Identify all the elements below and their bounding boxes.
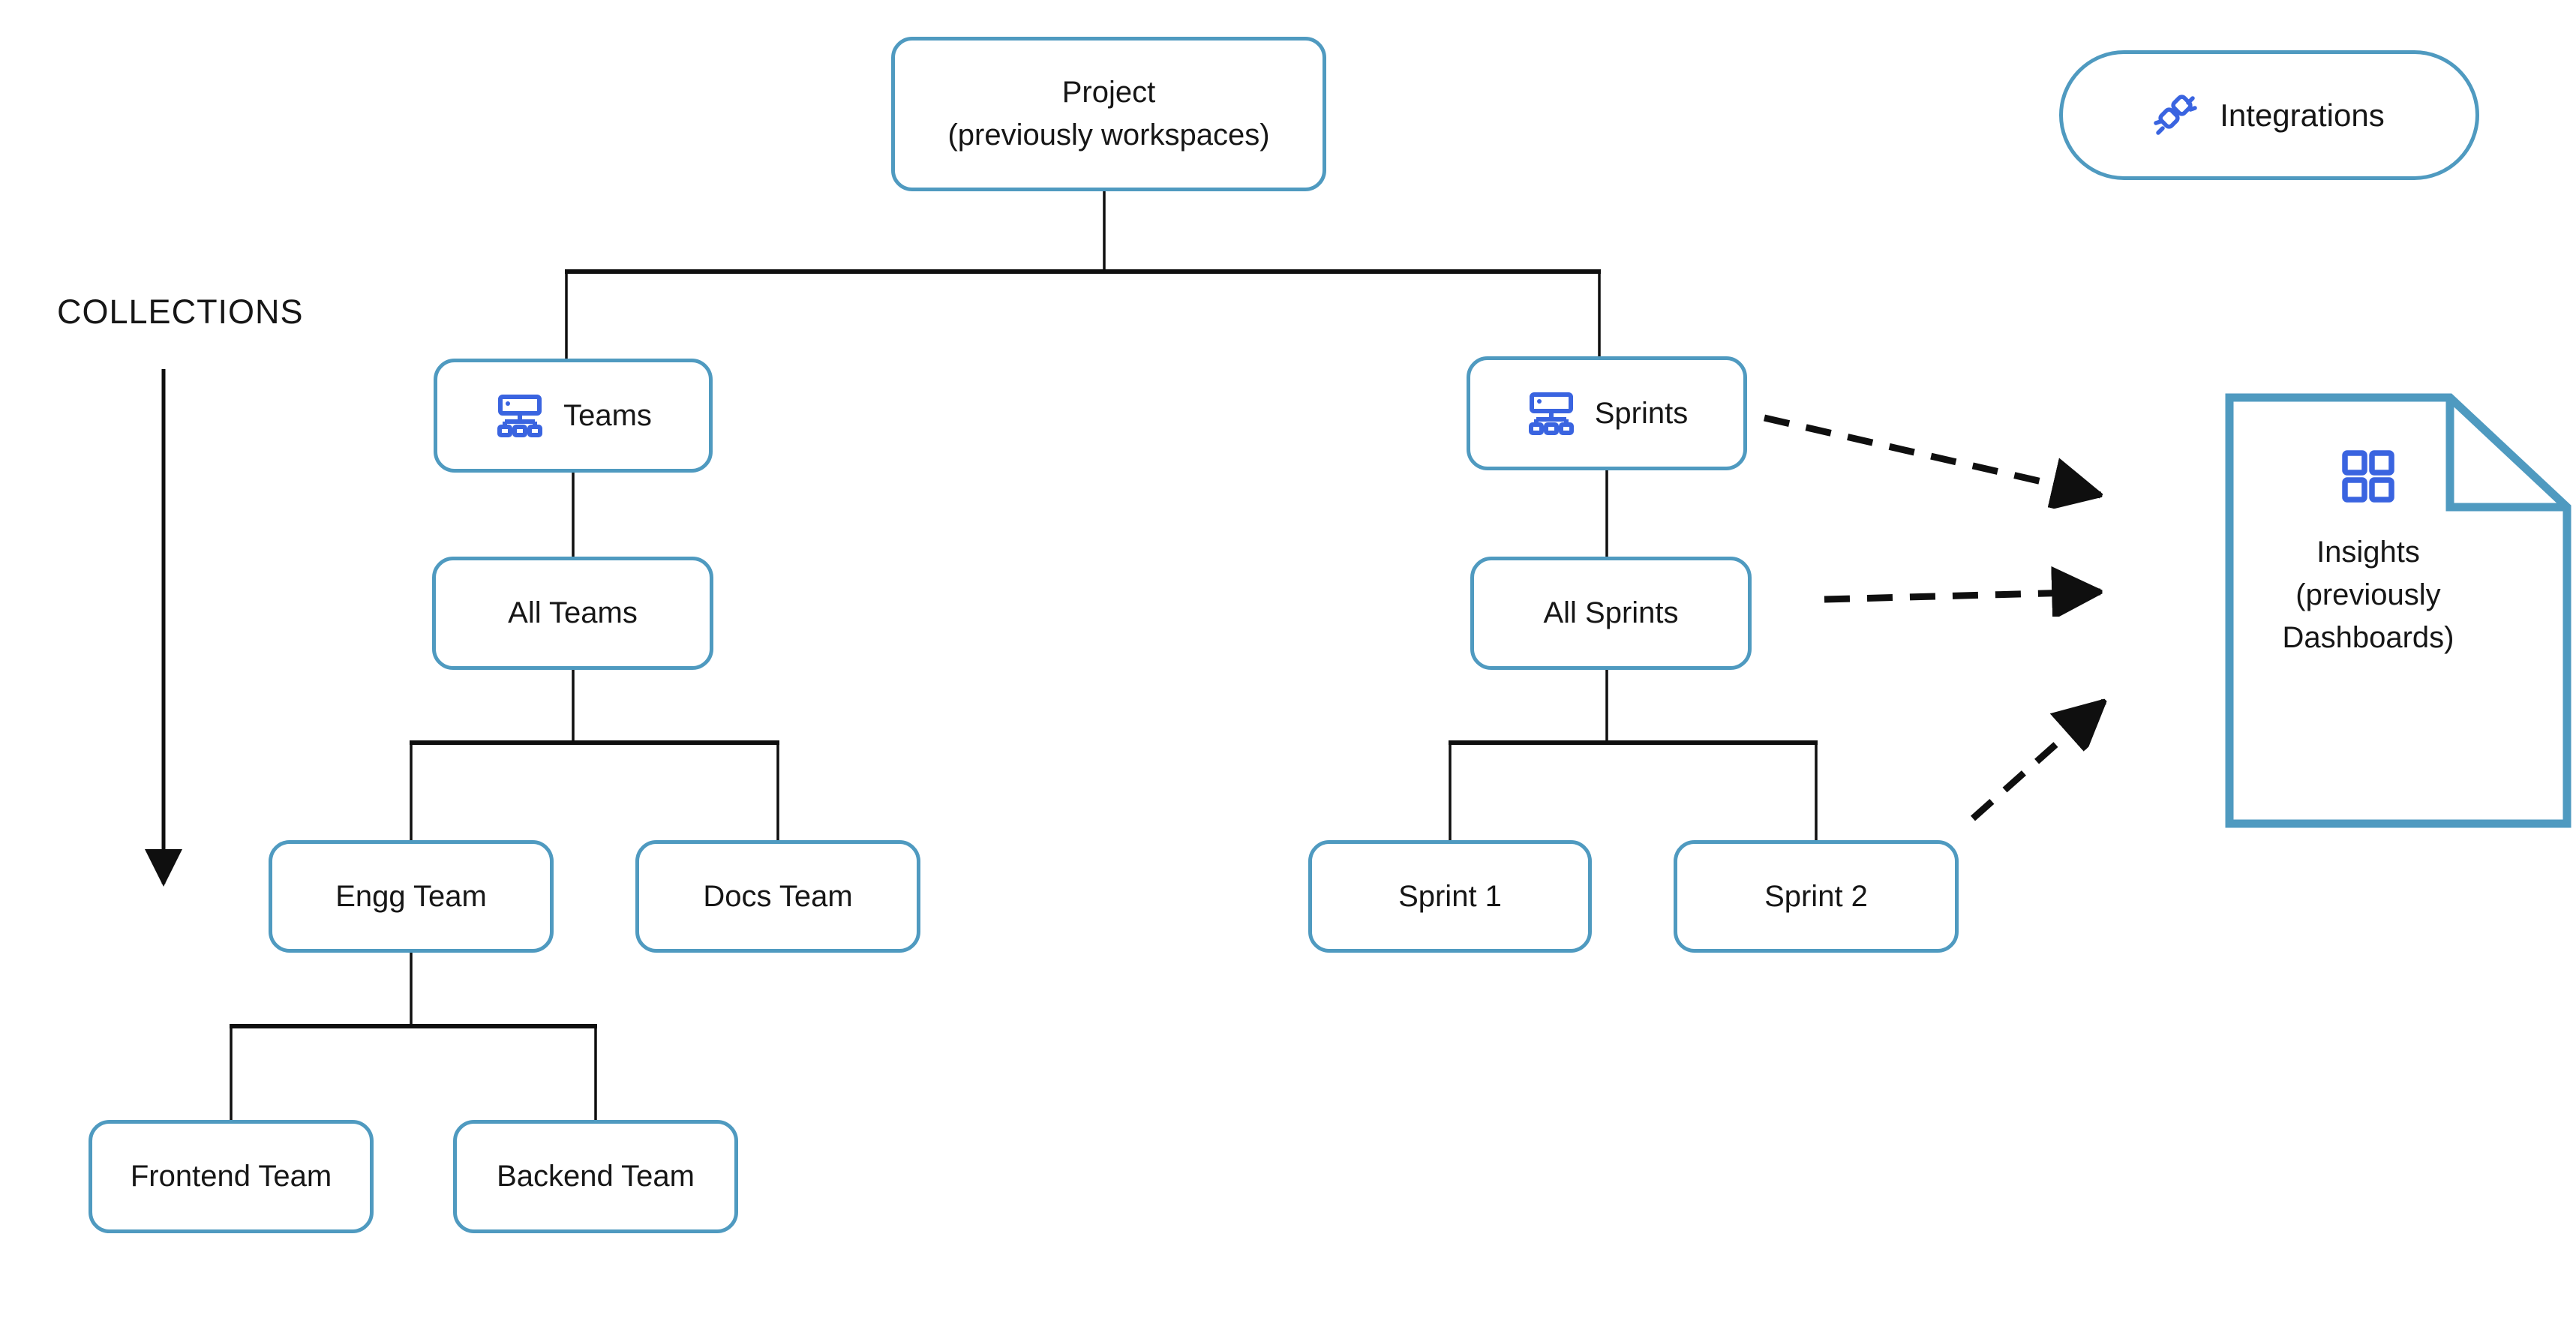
org-chart-icon <box>1528 392 1574 435</box>
node-all-sprints: All Sprints <box>1470 557 1752 670</box>
collections-label: COLLECTIONS <box>57 293 304 331</box>
node-all-teams: All Teams <box>432 557 713 670</box>
frontend-team-label: Frontend Team <box>130 1160 332 1193</box>
node-sprints: Sprints <box>1467 356 1747 470</box>
node-engg-team: Engg Team <box>269 840 554 953</box>
integrations-label: Integrations <box>2220 97 2385 133</box>
teams-label: Teams <box>563 398 652 432</box>
org-chart-icon <box>497 395 543 437</box>
engg-team-label: Engg Team <box>335 879 487 913</box>
sprint-2-label: Sprint 2 <box>1764 879 1868 913</box>
plug-integration-icon <box>2154 94 2197 135</box>
dashboard-grid-icon <box>2342 450 2394 503</box>
document-shape <box>2225 393 2571 828</box>
node-docs-team: Docs Team <box>635 840 920 953</box>
node-frontend-team: Frontend Team <box>89 1120 374 1233</box>
sprints-label: Sprints <box>1594 396 1689 430</box>
node-project: Project (previously workspaces) <box>891 37 1326 191</box>
backend-team-label: Backend Team <box>497 1160 695 1193</box>
node-backend-team: Backend Team <box>453 1120 738 1233</box>
node-insights: Insights (previously Dashboards) <box>2225 393 2571 828</box>
integrations-badge: Integrations <box>2059 50 2479 180</box>
node-sprint-2: Sprint 2 <box>1674 840 1959 953</box>
sprint-1-label: Sprint 1 <box>1398 879 1502 913</box>
docs-team-label: Docs Team <box>703 879 853 913</box>
node-teams: Teams <box>434 359 713 473</box>
insights-content: Insights (previously Dashboards) <box>2229 447 2508 659</box>
all-sprints-label: All Sprints <box>1543 596 1679 629</box>
insights-label: Insights (previously Dashboards) <box>2282 536 2454 654</box>
project-label: Project (previously workspaces) <box>947 76 1270 152</box>
all-teams-label: All Teams <box>508 596 638 629</box>
node-sprint-1: Sprint 1 <box>1308 840 1592 953</box>
